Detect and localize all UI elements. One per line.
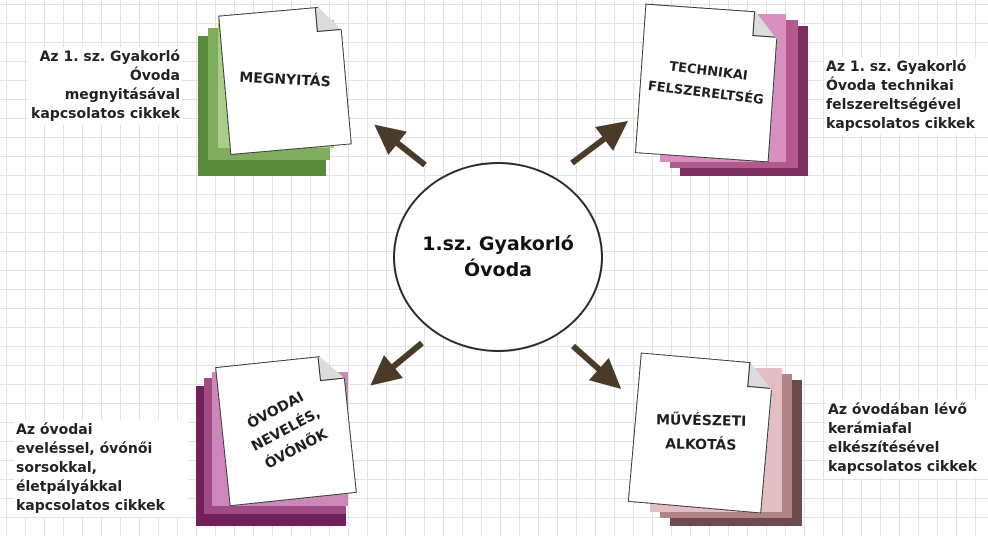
node-label: ÓVODAI NEVELÉS, ÓVÓNŐK: [244, 389, 331, 473]
paper-technikai: TECHNIKAI FELSZERELTSÉG: [635, 4, 779, 163]
node-description: Az 1. sz. Gyakorló Óvoda megnyitásával k…: [28, 47, 182, 125]
node-description: Az óvodai eveléssel, óvónői sorsokkal, é…: [14, 420, 188, 517]
node-megnyitas: MEGNYITÁS: [196, 6, 356, 176]
arrow-to-megnyitas: [374, 124, 427, 168]
paper-megnyitas: MEGNYITÁS: [218, 5, 352, 155]
paper-fold: [315, 6, 341, 32]
arrow-to-muveszeti: [571, 343, 622, 389]
paper-muveszeti: MŰVÉSZETI ALKOTÁS: [628, 352, 775, 513]
node-label: MEGNYITÁS: [238, 69, 332, 91]
center-circle: 1.sz. Gyakorló Óvoda: [393, 162, 603, 352]
node-ovodai: ÓVODAI NEVELÉS, ÓVÓNŐK: [192, 356, 356, 526]
node-technikai: TECHNIKAI FELSZERELTSÉG: [636, 6, 812, 176]
arrow-to-ovodai: [370, 340, 424, 386]
center-title: 1.sz. Gyakorló Óvoda: [422, 233, 574, 281]
node-label: MŰVÉSZETI ALKOTÁS: [655, 412, 747, 454]
node-muveszeti: MŰVÉSZETI ALKOTÁS: [630, 356, 806, 526]
node-label: TECHNIKAI FELSZERELTSÉG: [646, 59, 765, 108]
arrow-to-technikai: [570, 121, 628, 166]
paper-ovodai: ÓVODAI NEVELÉS, ÓVÓNŐK: [215, 354, 357, 507]
node-description: Az 1. sz. Gyakorló Óvoda technikai felsz…: [824, 57, 988, 135]
node-description: Az óvodában lévő kerámiafal elkészítésév…: [826, 400, 988, 478]
